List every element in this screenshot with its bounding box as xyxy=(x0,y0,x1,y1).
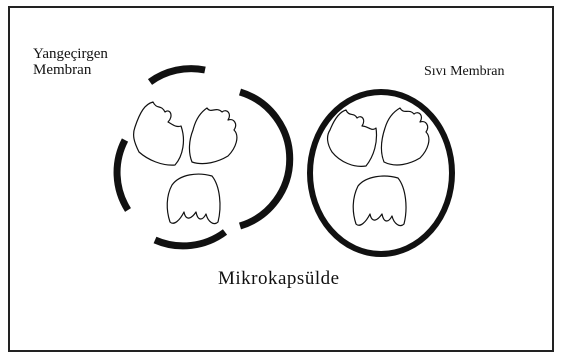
semipermeable-membrane xyxy=(117,69,290,246)
semipermeable-label-line2: Membran xyxy=(33,62,108,78)
semipermeable-membrane-label: Yangeçirgen Membran xyxy=(33,46,108,78)
cell-left-3 xyxy=(167,174,220,223)
membrane-arc-bottom xyxy=(155,232,225,246)
cells-left xyxy=(134,102,237,224)
cell-right-3 xyxy=(353,176,406,226)
cell-left-2 xyxy=(189,108,236,164)
liquid-membrane xyxy=(310,92,452,254)
membrane-arc-left xyxy=(117,140,128,210)
liquid-membrane-label: Sıvı Membran xyxy=(424,64,505,80)
cell-left-1 xyxy=(134,102,184,165)
cell-right-1 xyxy=(328,110,377,166)
semipermeable-label-line1: Yangeçirgen xyxy=(33,46,108,62)
membrane-arc-right xyxy=(240,92,290,226)
cell-right-2 xyxy=(381,108,428,165)
cells-right xyxy=(328,108,429,226)
diagram-caption: Mikrokapsülde xyxy=(218,268,340,290)
membrane-arc-top xyxy=(150,69,205,82)
